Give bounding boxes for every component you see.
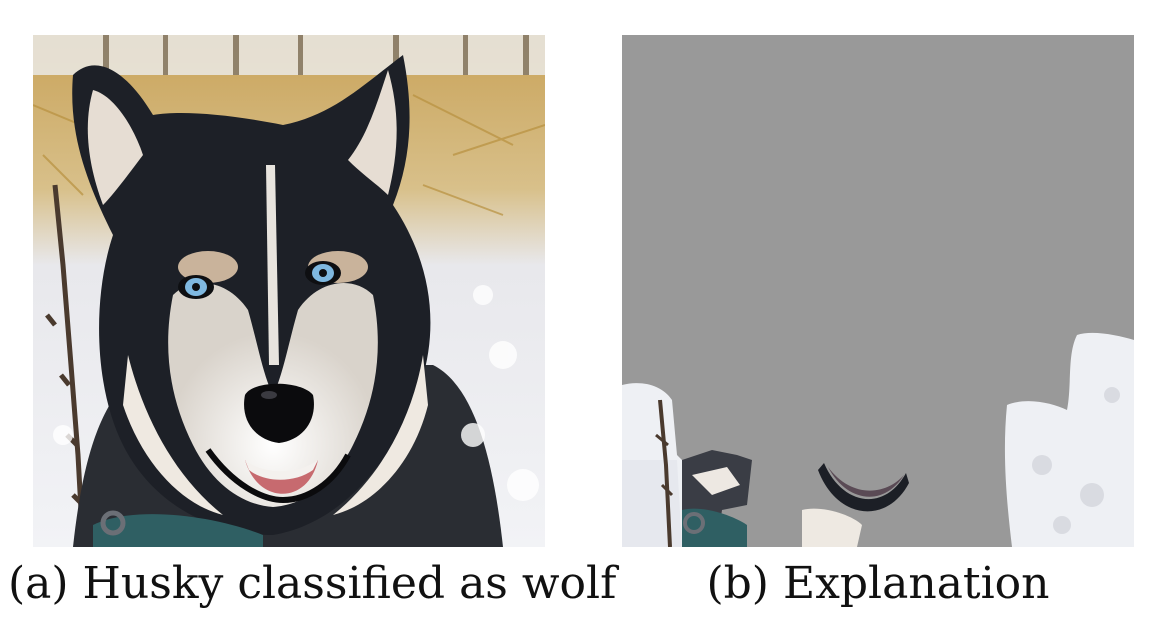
- right-snow-region: [1004, 332, 1134, 547]
- husky-photo: [33, 35, 545, 547]
- left-fur-region: [682, 450, 752, 547]
- explanation-mask: [622, 35, 1134, 547]
- mouth-region: [802, 463, 909, 547]
- panel-a-caption: (a) Husky classified as wolf: [8, 558, 617, 609]
- fence: [33, 35, 545, 75]
- panel-b-caption: (b) Explanation: [706, 558, 1050, 609]
- chain: [45, 184, 86, 547]
- eyes: [178, 261, 341, 299]
- left-snow-region: [622, 383, 682, 547]
